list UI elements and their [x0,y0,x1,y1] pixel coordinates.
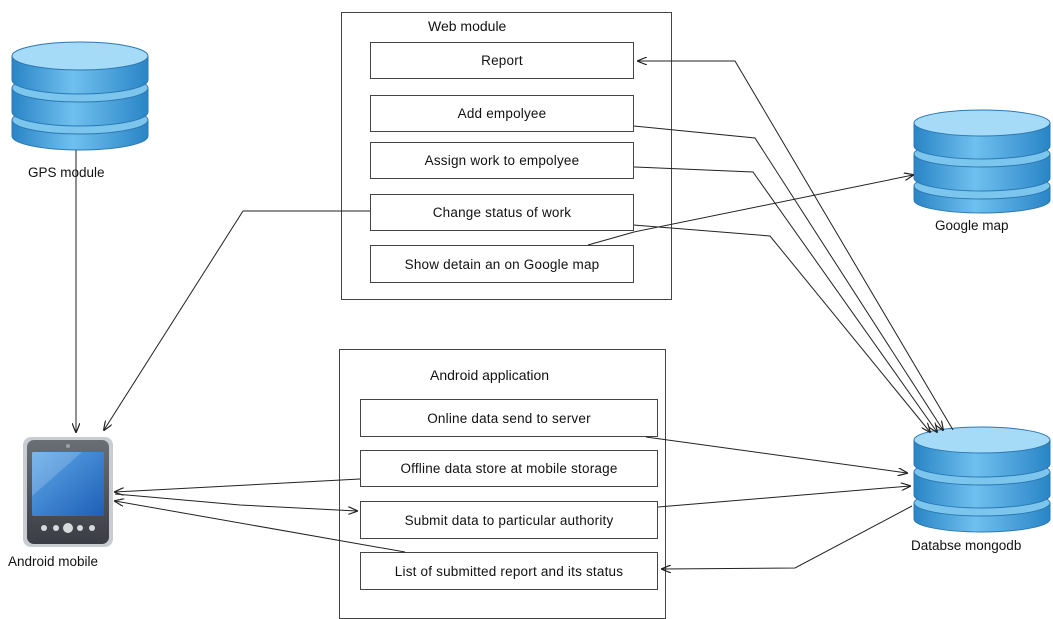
android-item-offline-store: Offline data store at mobile storage [360,450,658,487]
mongodb-database-icon [913,426,1051,533]
web-item-report: Report [370,42,634,79]
smartphone-icon [23,437,113,547]
android-app-title: Android application [430,367,550,383]
google-map-database-icon [913,109,1051,214]
web-item-add-employee: Add empolyee [370,95,634,132]
edge-offline-to-mobile [115,478,361,492]
edge-show-to-google-map [587,175,913,246]
android-mobile-label: Android mobile [8,554,99,569]
database-label: Databse mongodb [911,538,1022,553]
edge-mobile-to-submit [114,493,357,511]
edge-submit-to-db [657,486,910,508]
edge-change-status-to-db [633,224,930,432]
android-item-submitted-list: List of submitted report and its status [360,552,658,590]
edge-db-to-list [662,505,913,569]
web-module-title: Web module [428,18,507,34]
google-map-label: Google map [935,218,1009,233]
gps-database-icon [11,41,149,151]
web-item-show-google-map: Show detain an on Google map [370,245,634,283]
edge-status-to-mobile [104,210,370,430]
edge-add-employee-to-db [633,125,943,430]
android-item-online-send: Online data send to server [360,399,658,437]
edge-list-to-mobile [115,501,406,553]
web-item-assign-work: Assign work to empolyee [370,142,634,179]
web-item-change-status: Change status of work [370,194,634,231]
gps-label: GPS module [28,165,105,180]
edge-db-to-report [638,61,954,431]
android-item-submit-authority: Submit data to particular authority [360,501,658,539]
edge-online-to-db [645,436,907,473]
edge-assign-to-db [633,166,937,432]
